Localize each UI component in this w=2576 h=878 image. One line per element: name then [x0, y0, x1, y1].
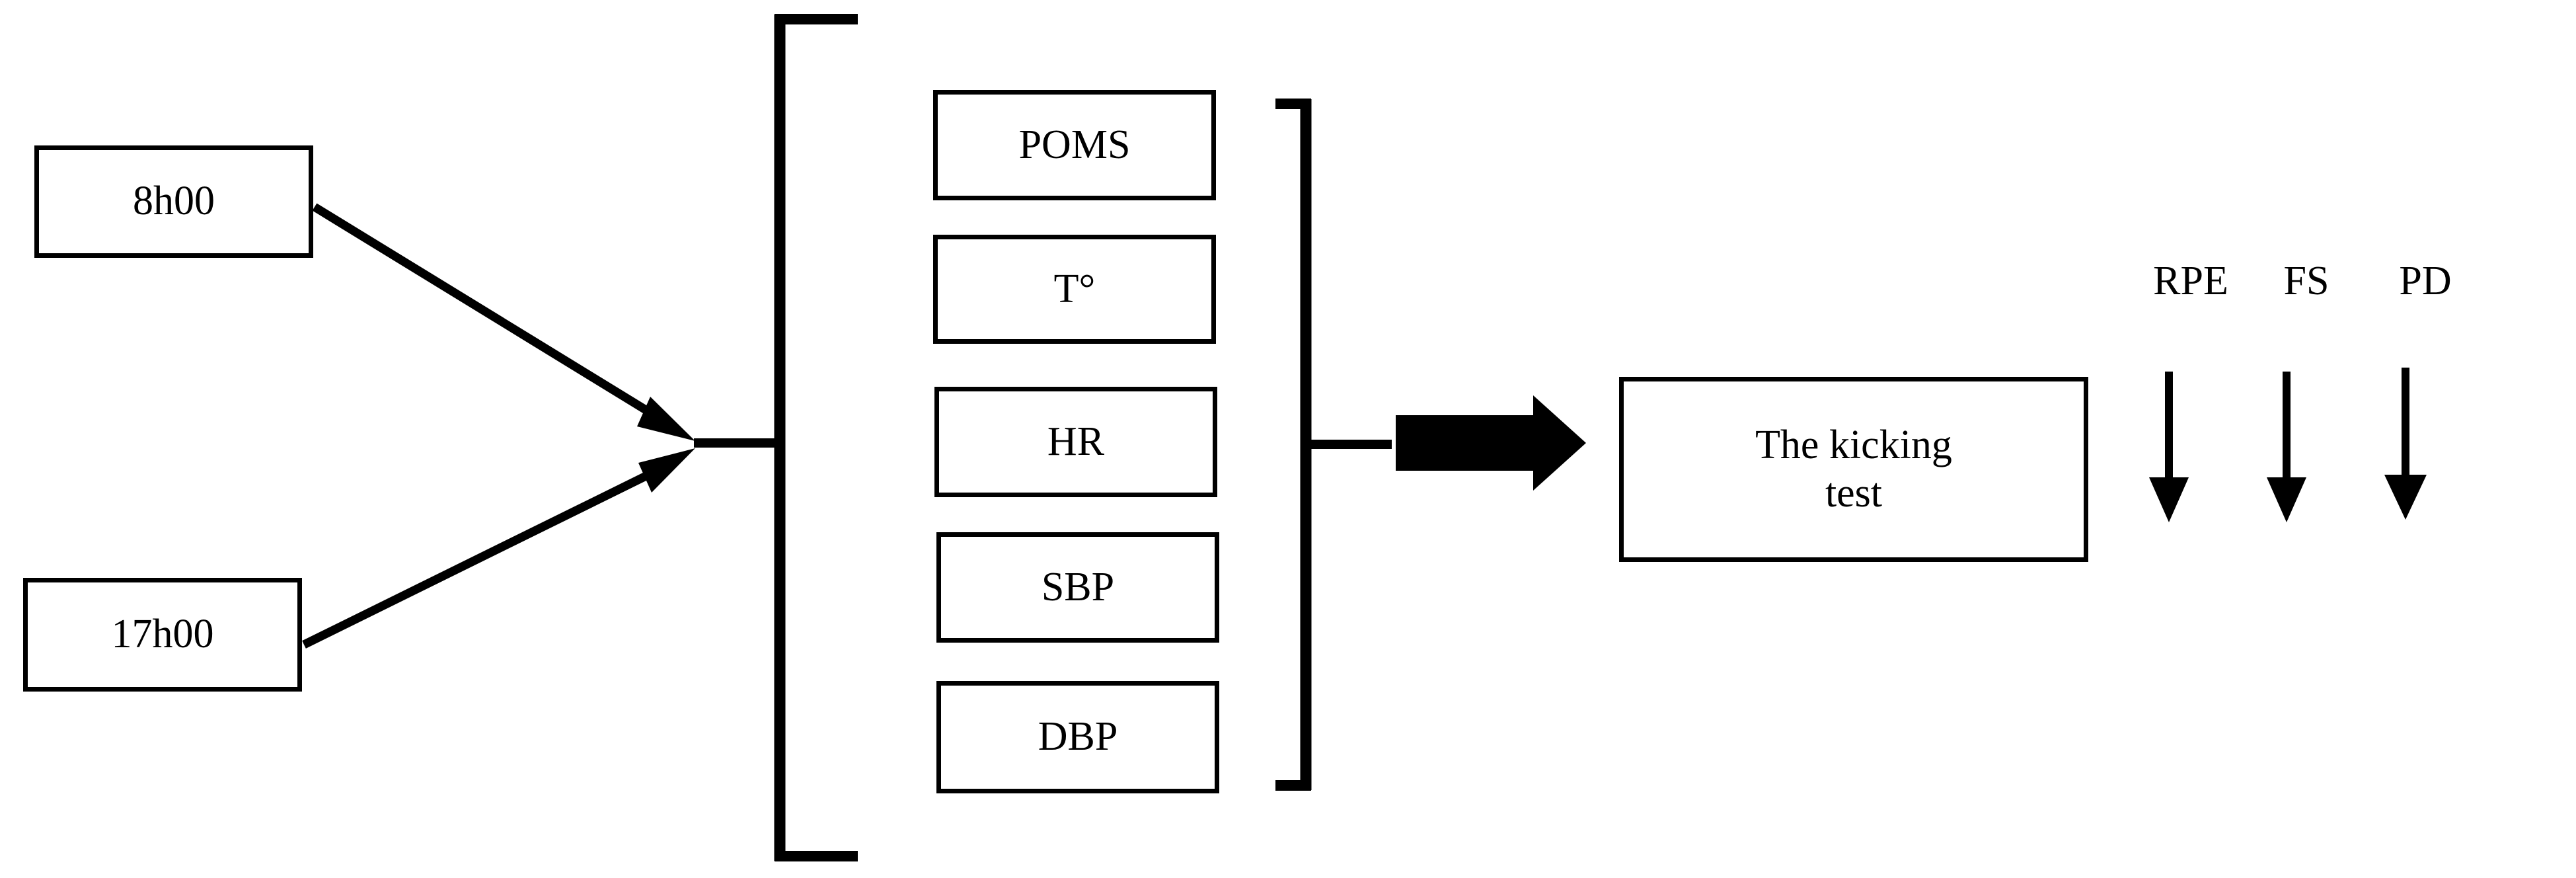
measure-box-dbp[interactable]: DBP	[936, 681, 1219, 793]
measure-box-poms-label: POMS	[1018, 122, 1131, 167]
measure-box-sbp-label: SBP	[1041, 564, 1115, 610]
right-square-bracket-icon	[1275, 99, 1312, 791]
outcome-label-pd-text: PD	[2399, 259, 2452, 303]
measure-box-sbp[interactable]: SBP	[936, 532, 1219, 643]
measure-box-temperature[interactable]: T°	[933, 235, 1216, 344]
outcome-label-fs: FS	[2247, 258, 2366, 305]
measure-box-temperature-label: T°	[1053, 266, 1096, 311]
down-arrow-fs-icon	[2267, 372, 2306, 522]
measure-box-poms[interactable]: POMS	[933, 90, 1216, 200]
kicking-test-box[interactable]: The kicking test	[1619, 377, 2088, 562]
time-box-evening-label: 17h00	[111, 612, 214, 657]
kicking-test-line-1: The kicking	[1755, 422, 1952, 467]
left-square-bracket-icon	[774, 14, 858, 861]
measure-box-hr-label: HR	[1047, 419, 1105, 464]
outcome-label-fs-text: FS	[2283, 259, 2330, 303]
time-box-evening[interactable]: 17h00	[23, 578, 302, 692]
diagonal-arrow-evening-icon	[302, 448, 695, 649]
measure-box-hr[interactable]: HR	[934, 387, 1217, 497]
measure-box-dbp-label: DBP	[1038, 714, 1118, 760]
outcome-label-pd: PD	[2366, 258, 2485, 305]
diagonal-arrow-morning-icon	[312, 203, 695, 441]
down-arrow-rpe-icon	[2149, 372, 2189, 522]
outcome-label-rpe: RPE	[2131, 258, 2250, 305]
thick-right-arrow-icon	[1396, 395, 1586, 491]
time-box-morning[interactable]: 8h00	[34, 145, 313, 258]
kicking-test-line-2: test	[1825, 471, 1883, 516]
down-arrow-pd-icon	[2384, 368, 2427, 520]
time-box-morning-label: 8h00	[133, 179, 215, 224]
outcome-label-rpe-text: RPE	[2153, 259, 2228, 303]
